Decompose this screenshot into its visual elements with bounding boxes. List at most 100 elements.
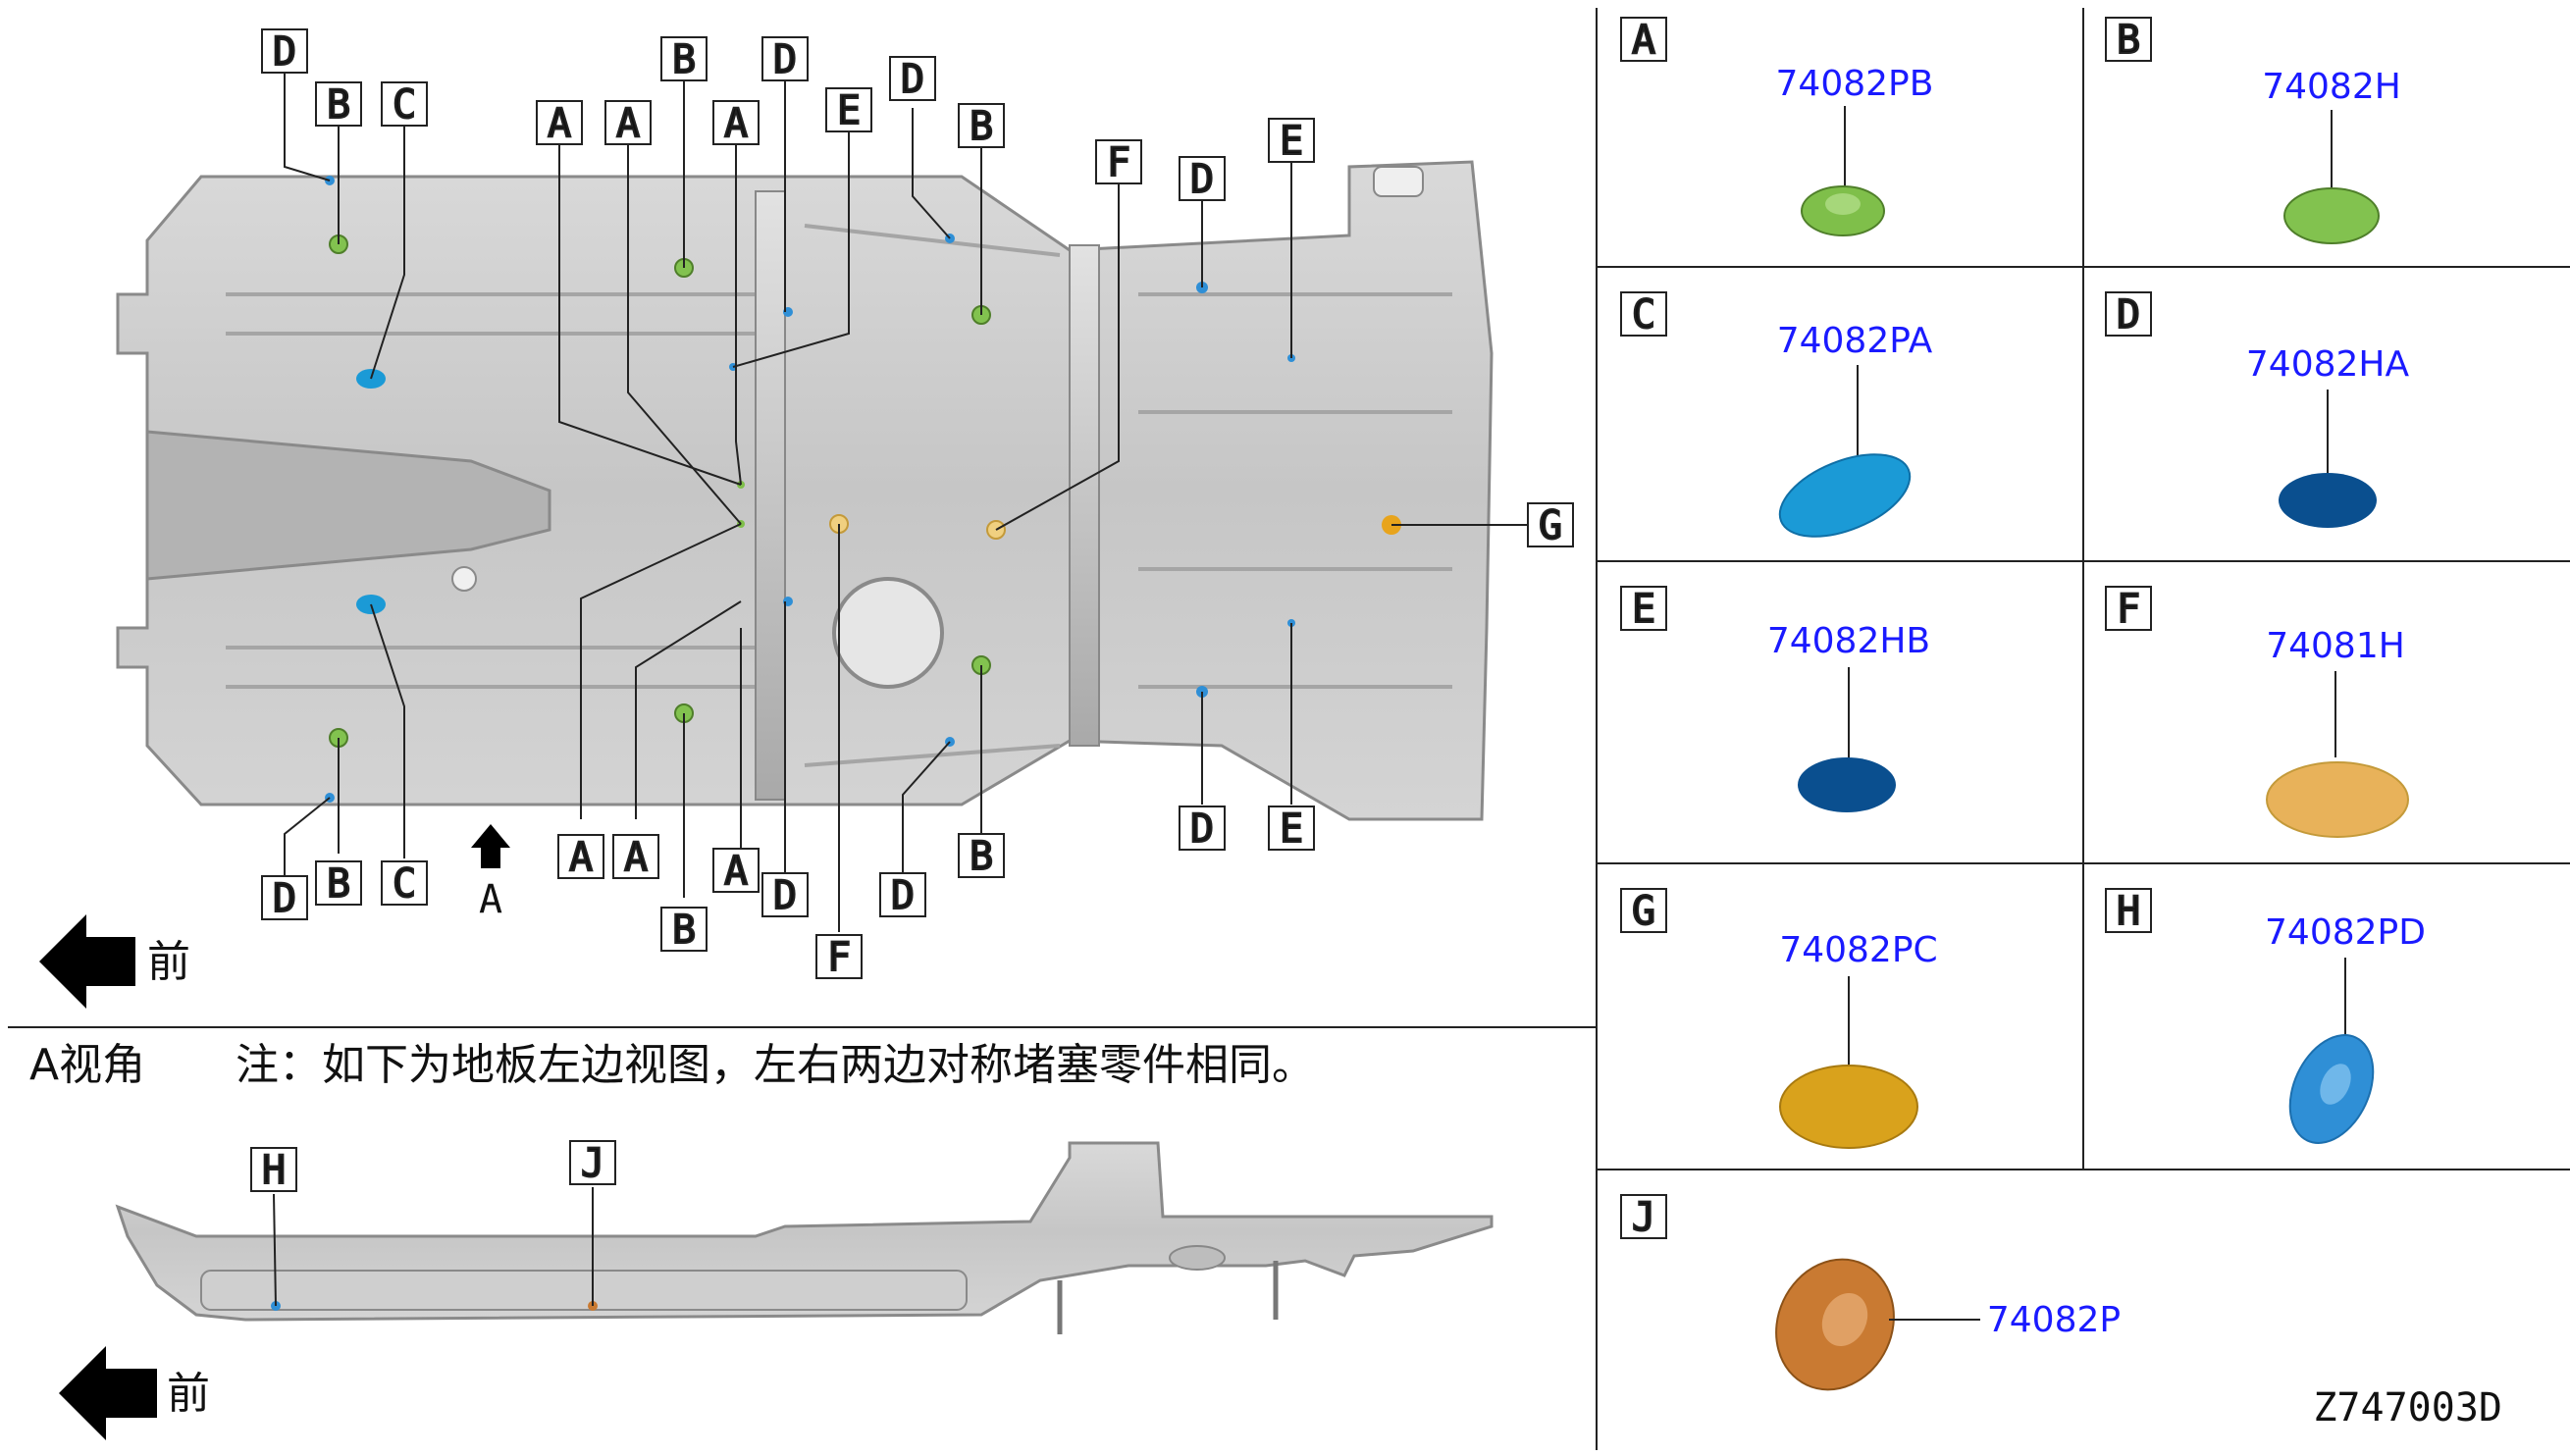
legend-panel-c: C 74082PA: [1620, 291, 1933, 538]
callout-f: F: [1095, 139, 1142, 186]
part-number-b: 74082H: [2262, 67, 2401, 107]
view-a-marker: A: [471, 824, 510, 922]
plug-e-icon: [1798, 757, 1896, 812]
svg-text:D: D: [773, 37, 797, 82]
svg-text:A: A: [724, 101, 748, 146]
svg-text:D: D: [273, 29, 296, 75]
leader-lines: [284, 70, 1539, 932]
panel-borders: [8, 8, 2570, 1450]
svg-text:B: B: [970, 834, 993, 879]
svg-text:C: C: [1632, 292, 1655, 338]
legend-panel-h: H 74082PD: [2105, 888, 2426, 1144]
front-arrow-bottom: 前: [59, 1346, 210, 1440]
callout-a: A: [612, 834, 659, 881]
legend-panel-j: J 74082P: [1620, 1194, 2121, 1391]
svg-text:D: D: [773, 873, 797, 918]
svg-text:B: B: [2117, 18, 2140, 63]
drawing-code: Z747003D: [2313, 1385, 2502, 1430]
callout-h: H: [250, 1147, 297, 1194]
symmetry-note: 注：如下为地板左边视图，左右两边对称堵塞零件相同。: [236, 1040, 1315, 1090]
svg-text:B: B: [327, 82, 350, 128]
svg-text:前: 前: [147, 937, 190, 987]
callout-b: B: [315, 860, 362, 908]
part-number-e: 74082HB: [1767, 621, 1930, 661]
svg-text:F: F: [1107, 140, 1130, 185]
side-callouts: H J: [250, 1140, 616, 1194]
part-number-f: 74081H: [2266, 626, 2405, 666]
svg-text:D: D: [891, 873, 915, 918]
callout-d: D: [1179, 806, 1226, 853]
callout-d: D: [1179, 156, 1226, 203]
callout-d: D: [889, 56, 936, 103]
front-arrow-top: 前: [39, 914, 190, 1009]
svg-text:D: D: [901, 57, 924, 102]
part-number-g: 74082PC: [1779, 930, 1937, 970]
svg-text:B: B: [672, 37, 696, 82]
svg-text:G: G: [1539, 503, 1562, 548]
svg-text:E: E: [837, 88, 861, 133]
svg-text:C: C: [393, 861, 416, 907]
callout-b: B: [958, 103, 1005, 150]
svg-text:H: H: [262, 1148, 286, 1193]
svg-text:F: F: [827, 935, 851, 980]
svg-text:前: 前: [167, 1369, 210, 1419]
legend-panel-e: E 74082HB: [1620, 586, 1930, 812]
floor-callouts: D B C A A B A D E D B F D E G D B C A A …: [261, 28, 1574, 981]
callout-d: D: [761, 36, 809, 83]
svg-text:J: J: [1632, 1195, 1655, 1240]
svg-text:J: J: [581, 1141, 604, 1186]
svg-text:G: G: [1632, 889, 1655, 934]
callout-b: B: [958, 833, 1005, 880]
callout-a: A: [712, 100, 760, 147]
callout-d: D: [261, 875, 308, 922]
callout-b: B: [315, 81, 362, 129]
plug-d-icon: [2279, 473, 2377, 528]
svg-text:D: D: [1190, 157, 1214, 202]
callout-d: D: [261, 28, 308, 76]
svg-text:E: E: [1632, 587, 1655, 632]
legend-panel-a: A 74082PB: [1620, 17, 1934, 236]
callout-a: A: [712, 848, 760, 895]
callout-g: G: [1527, 502, 1574, 549]
svg-text:F: F: [2117, 587, 2140, 632]
callout-a: A: [536, 100, 583, 147]
svg-text:D: D: [273, 876, 296, 921]
callout-d: D: [761, 872, 809, 919]
callout-e: E: [825, 87, 872, 134]
side-leaders: [273, 1187, 594, 1307]
callout-b: B: [660, 36, 708, 83]
svg-text:H: H: [2117, 889, 2140, 934]
plug-f-icon: [2266, 761, 2409, 838]
legend-panel-b: B 74082H: [2105, 17, 2401, 244]
svg-text:D: D: [1190, 806, 1214, 852]
callout-e: E: [1268, 118, 1315, 165]
callout-e: E: [1268, 806, 1315, 853]
svg-text:E: E: [1280, 806, 1303, 852]
callout-c: C: [381, 81, 428, 129]
svg-text:A: A: [1632, 18, 1655, 63]
svg-text:A: A: [724, 849, 748, 894]
legend-panel-g: G 74082PC: [1620, 888, 1938, 1149]
legend-panel-d: D 74082HA: [2105, 291, 2409, 528]
floor-plan-top-view: [116, 160, 1494, 821]
callout-a: A: [557, 834, 604, 881]
part-number-h: 74082PD: [2265, 912, 2426, 953]
svg-text:B: B: [672, 908, 696, 953]
svg-text:A: A: [569, 835, 593, 880]
callout-c: C: [381, 860, 428, 908]
callout-j: J: [569, 1140, 616, 1187]
svg-text:A: A: [616, 101, 640, 146]
svg-text:A: A: [624, 835, 648, 880]
svg-text:E: E: [1280, 119, 1303, 164]
callout-a: A: [604, 100, 652, 147]
part-number-j: 74082P: [1987, 1300, 2121, 1340]
view-caption: A视角: [29, 1040, 145, 1090]
part-number-a: 74082PB: [1776, 64, 1934, 104]
svg-text:B: B: [327, 861, 350, 907]
svg-text:B: B: [970, 104, 993, 149]
svg-text:A: A: [548, 101, 571, 146]
callout-f: F: [815, 934, 863, 981]
plug-c-icon: [1778, 453, 1912, 538]
